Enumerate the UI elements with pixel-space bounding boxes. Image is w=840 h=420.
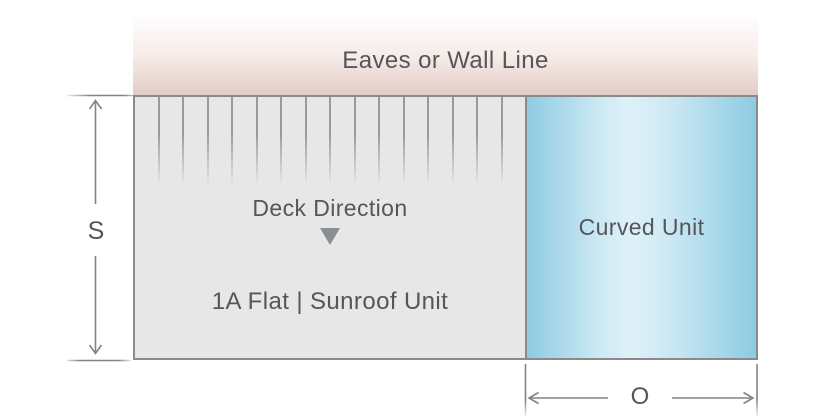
deck-board-line xyxy=(255,97,258,185)
deck-board-line xyxy=(231,97,233,185)
units-row: Deck Direction 1A Flat | Sunroof Unit Cu… xyxy=(133,95,758,360)
flat-sunroof-unit-panel: Deck Direction 1A Flat | Sunroof Unit xyxy=(135,97,525,358)
deck-board-line xyxy=(353,97,356,185)
curved-unit-name-label: Curved Unit xyxy=(578,214,705,240)
deck-direction-label: Deck Direction xyxy=(252,195,408,221)
s-dimension-up-arrowhead-icon xyxy=(88,99,103,110)
deck-board-line xyxy=(500,97,503,185)
span-dimension-label: S xyxy=(87,217,105,245)
deck-board-line xyxy=(329,97,331,185)
eaves-wall-line-bar: Eaves or Wall Line xyxy=(133,14,758,95)
deck-board-line xyxy=(280,97,282,185)
deck-direction-down-triangle-icon xyxy=(320,228,340,245)
deck-board-line xyxy=(157,97,160,185)
deck-board-line xyxy=(304,97,307,185)
overhang-dimension-label: O xyxy=(630,383,650,410)
deck-board-line xyxy=(378,97,380,185)
deck-board-line xyxy=(206,97,209,185)
deck-board-lines xyxy=(135,97,525,185)
deck-board-line xyxy=(427,97,429,185)
deck-board-line xyxy=(476,97,478,185)
o-dimension-right-arrowhead-icon xyxy=(743,391,755,405)
curved-unit-panel: Curved Unit xyxy=(525,97,756,358)
flat-unit-name-label: 1A Flat | Sunroof Unit xyxy=(211,288,449,315)
s-dimension-down-arrowhead-icon xyxy=(88,344,103,355)
deck-board-line xyxy=(402,97,405,185)
deck-board-line xyxy=(182,97,184,185)
deck-board-line xyxy=(451,97,454,185)
eaves-wall-line-label: Eaves or Wall Line xyxy=(342,46,549,74)
o-dimension-left-arrowhead-icon xyxy=(527,391,539,405)
